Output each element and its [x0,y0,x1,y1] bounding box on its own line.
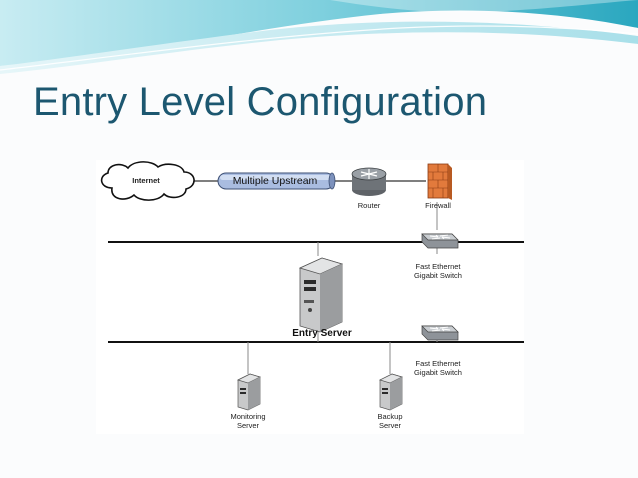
router-label: Router [357,201,381,210]
backup-server-icon [379,373,403,411]
switch-bottom-label-line2: Gigabit Switch [414,368,462,377]
slide-title: Entry Level Configuration [33,80,488,124]
internet-label: Internet [132,176,160,185]
switch-top-label-line1: Fast Ethernet [415,262,461,271]
switch-top-label-line2: Gigabit Switch [414,271,462,280]
network-diagram: Internet Multiple Upstream Router Firewa… [96,160,524,434]
switch-bottom-icon [421,325,459,341]
entry-server-label: Entry Server [292,328,352,339]
upstream-label: Multiple Upstream [232,175,318,187]
internet-cloud-icon [100,161,195,201]
backup-label-line1: Backup [377,412,403,421]
backup-label-line2: Server [378,421,402,430]
monitoring-server-icon [237,373,261,411]
monitoring-label-line2: Server [236,421,260,430]
entry-server-icon [298,257,344,333]
firewall-label: Firewall [425,201,451,210]
router-icon [351,167,387,196]
network-diagram-canvas [100,161,524,411]
monitoring-label-line1: Monitoring [230,412,266,421]
switch-top-icon [421,233,459,249]
firewall-icon [427,163,452,200]
header-wave-decoration [0,0,638,74]
switch-bottom-label-line1: Fast Ethernet [415,359,461,368]
